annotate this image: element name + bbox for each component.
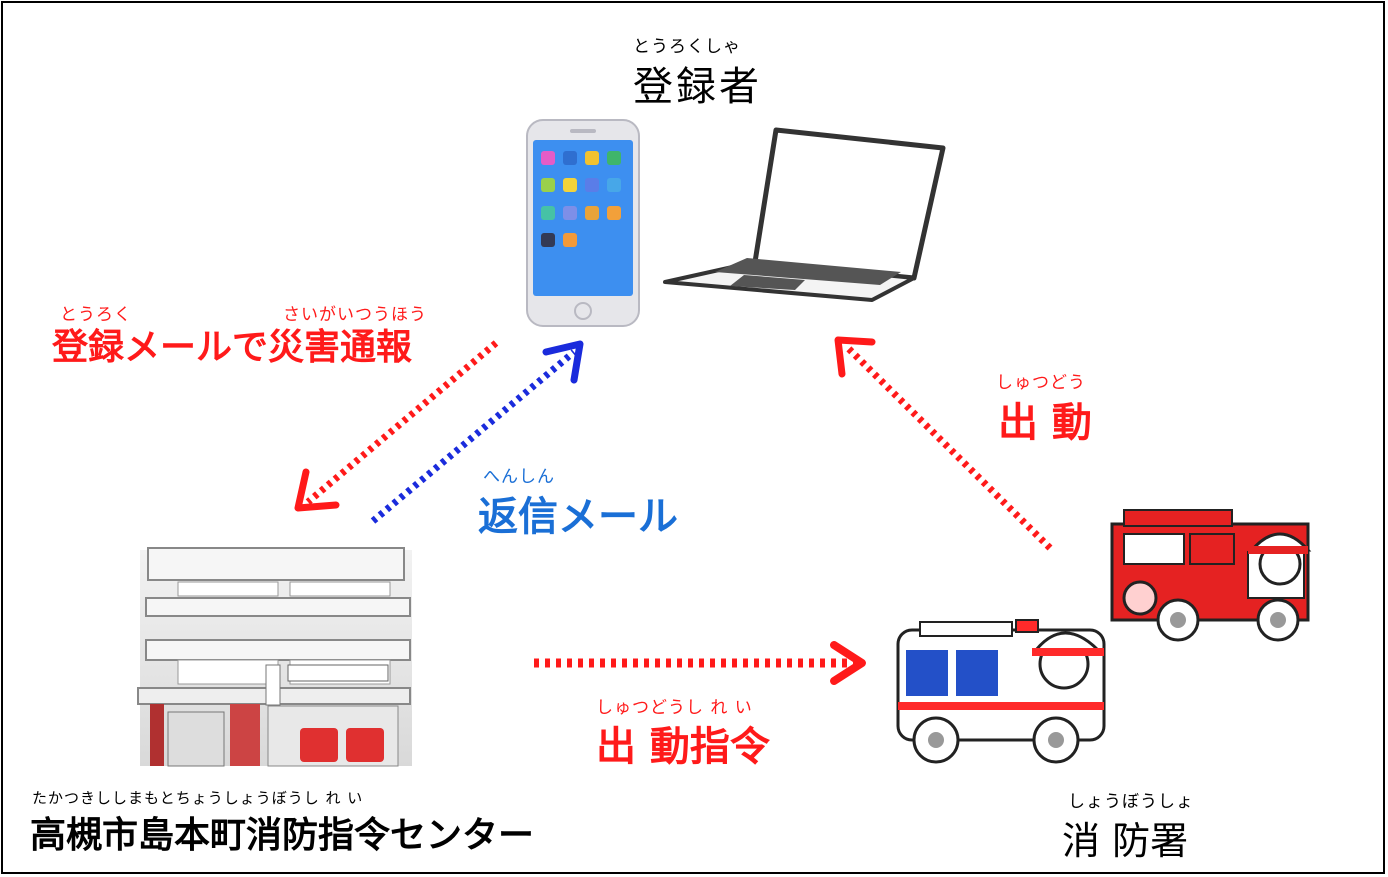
station-ruby: しょうぼうしょ <box>1068 792 1194 812</box>
reply-label: 返信メール <box>478 494 678 540</box>
report-ruby-registration: とうろく <box>60 305 132 325</box>
station-label: 消 防署 <box>1062 819 1189 863</box>
dispatch-ruby: しゅつどう <box>996 373 1086 393</box>
ambulance-icon <box>896 619 1106 764</box>
report-label: 登録メールで災害通報 <box>52 327 413 368</box>
registrant-ruby: とうろくしゃ <box>633 37 741 57</box>
reply-ruby: へんしん <box>483 467 555 487</box>
center-label: 高槻市島本町消防指令センター <box>30 815 535 856</box>
laptop-icon <box>663 127 946 302</box>
center-ruby: たかつきししまもとちょうしょうぼうし れ い <box>32 789 364 807</box>
fire-command-center-building <box>137 547 412 767</box>
fire-engine-icon <box>1110 509 1312 642</box>
registrant-label: 登録者 <box>633 64 762 110</box>
reply-arrow <box>370 340 584 524</box>
dispatch-arrow <box>834 336 1053 551</box>
dispatch-label: 出 動 <box>998 400 1092 446</box>
dispatch-order-ruby: しゅつどうし れ い <box>596 698 753 718</box>
report-ruby-disaster-report: さいがいつうほう <box>283 305 427 325</box>
dispatch-order-arrow <box>534 641 866 685</box>
report-arrow <box>294 340 499 512</box>
dispatch-order-label: 出 動指令 <box>596 724 770 770</box>
smartphone-icon <box>526 119 640 327</box>
